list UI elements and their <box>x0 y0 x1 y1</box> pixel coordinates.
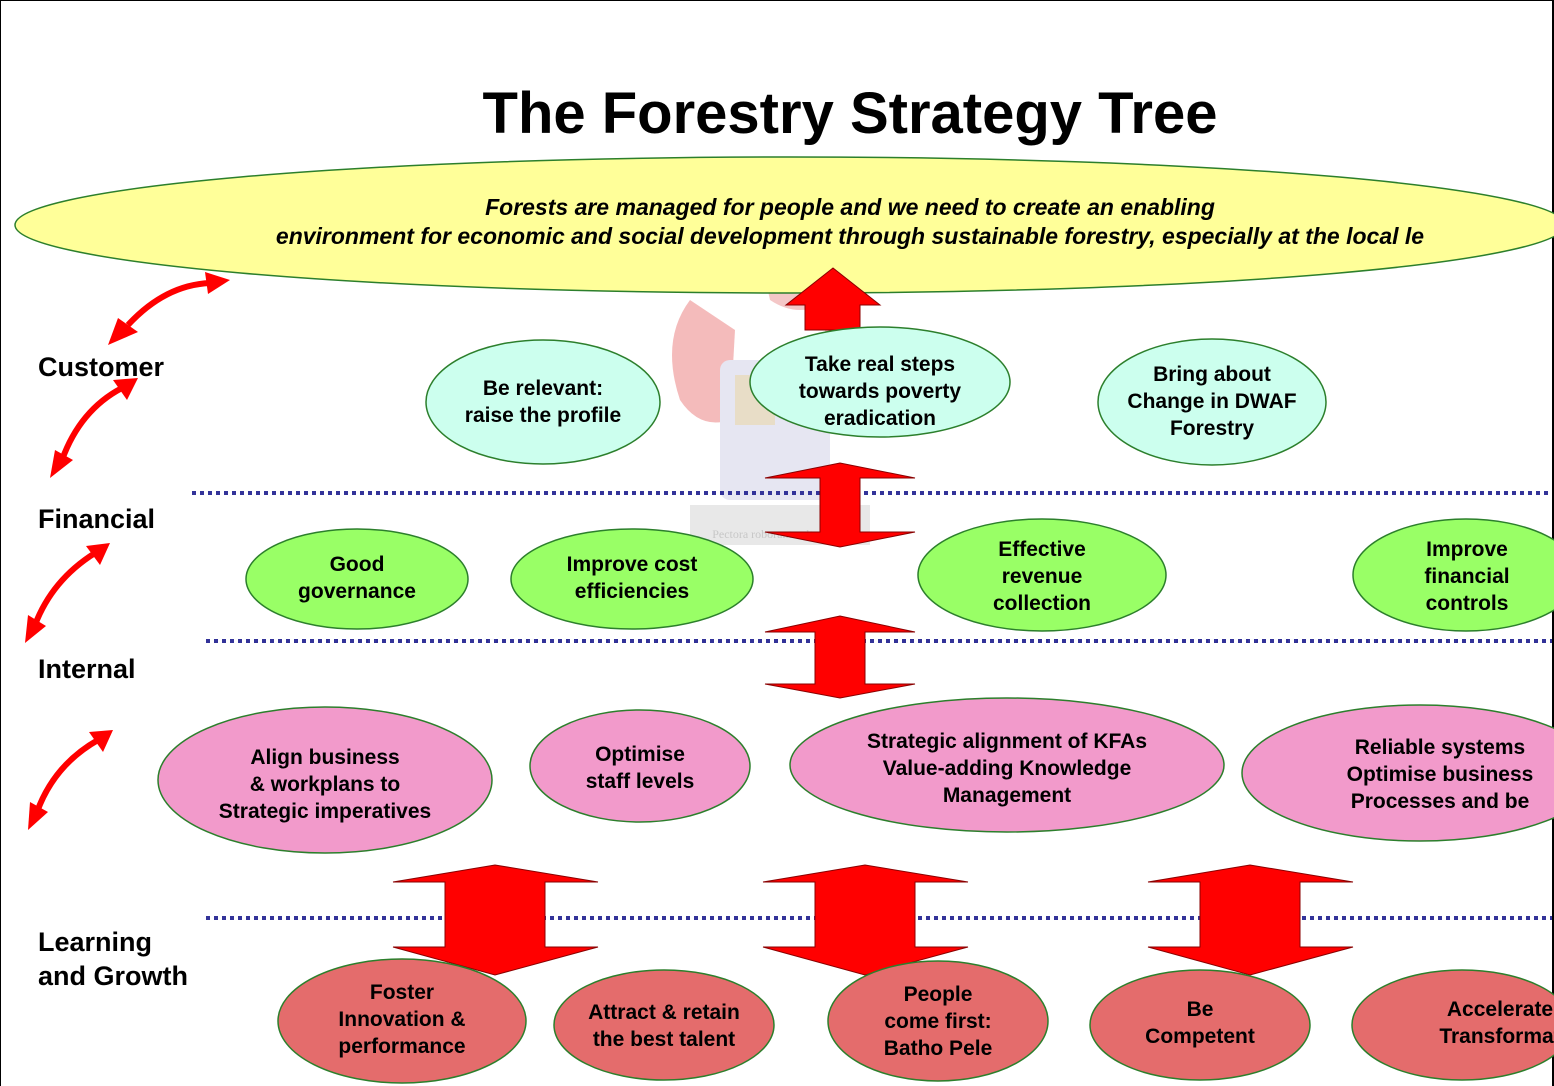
text-financial-controls: Improve financial controls <box>1424 537 1510 615</box>
text-be-relevant: Be relevant: raise the profile <box>464 377 622 427</box>
text-be-competent: Be Competent <box>1145 998 1255 1048</box>
text-reliable-systems: Reliable systems Optimise business Proce… <box>1346 735 1534 813</box>
crest-left-supporter <box>672 300 735 423</box>
vision-ellipse <box>14 156 1554 294</box>
text-align-business: Align business & workplans to Strategic … <box>218 745 432 823</box>
ellipse-people-first <box>827 960 1049 1082</box>
ellipse-good-governance <box>245 528 469 630</box>
double-arrow-financial-internal <box>764 615 916 699</box>
text-strategic-alignment: Strategic alignment of KFAs Value-adding… <box>866 729 1148 807</box>
curved-arrow-customer-financial <box>59 385 124 462</box>
curved-arrow-financial-internal <box>32 550 97 627</box>
ellipse-financial-controls <box>1352 518 1554 632</box>
text-foster-innovation: Foster Innovation & performance <box>338 980 466 1058</box>
page-title: The Forestry Strategy Tree <box>482 81 1218 146</box>
arrowhead-3a <box>25 615 46 643</box>
double-arrow-customer-financial <box>764 462 916 548</box>
ellipse-revenue-collection <box>917 518 1167 632</box>
ellipse-be-competent <box>1089 969 1311 1081</box>
ellipse-cost-efficiencies <box>510 528 754 630</box>
curved-arrow-vision-customer <box>125 280 211 328</box>
ellipse-align-business <box>157 706 493 854</box>
ellipse-reliable-systems <box>1241 704 1554 842</box>
vision-line-2: environment for economic and social deve… <box>275 223 1425 249</box>
text-good-governance: Good governance <box>298 553 416 603</box>
arrowhead-2b <box>113 378 138 400</box>
double-arrow-learning-center <box>762 864 969 976</box>
ellipse-strategic-alignment <box>789 697 1225 833</box>
text-cost-efficiencies: Improve cost efficiencies <box>566 553 698 603</box>
ellipse-optimise-staff <box>529 709 751 823</box>
ellipse-change-dwaf <box>1097 338 1327 466</box>
level-label-customer: Customer <box>38 352 165 382</box>
arrowhead-1a <box>108 318 138 345</box>
level-label-learning: Learning <box>38 927 153 957</box>
up-arrow-to-vision <box>784 267 882 331</box>
level-label-financial: Financial <box>38 504 156 534</box>
level-label-growth: and Growth <box>38 961 188 991</box>
double-arrow-learning-left <box>392 864 599 976</box>
ellipse-attract-talent <box>553 969 775 1081</box>
text-change-dwaf: Bring about Change in DWAF Forestry <box>1127 362 1297 440</box>
ellipse-be-relevant <box>425 339 661 465</box>
arrowhead-4a <box>28 802 48 830</box>
arrowhead-4b <box>89 730 113 752</box>
text-optimise-staff: Optimise staff levels <box>585 743 695 793</box>
vision-line-1: Forests are managed for people and we ne… <box>485 194 1215 220</box>
arrowhead-3b <box>86 543 110 565</box>
text-poverty-eradication: Take real steps towards poverty eradicat… <box>798 352 962 430</box>
left-arrow-heads <box>25 272 230 830</box>
ellipse-foster-innovation <box>277 958 527 1084</box>
text-accelerate-transformation: Accelerate Transformat <box>1439 998 1554 1048</box>
double-arrow-learning-right <box>1147 864 1354 976</box>
level-label-internal: Internal <box>38 654 136 684</box>
ellipse-poverty-eradication <box>749 326 1011 438</box>
curved-arrow-internal-learning <box>34 737 100 814</box>
text-attract-talent: Attract & retain the best talent <box>588 1001 740 1051</box>
ellipse-accelerate-transformation <box>1351 969 1554 1081</box>
vision-statement: Forests are managed for people and we ne… <box>0 193 1554 251</box>
arrowhead-2a <box>50 450 73 478</box>
text-people-first: People come first: Batho Pele <box>883 982 993 1060</box>
arrowhead-1b <box>205 272 230 294</box>
text-revenue-collection: Effective revenue collection <box>992 537 1092 615</box>
left-level-arrows <box>32 280 211 814</box>
